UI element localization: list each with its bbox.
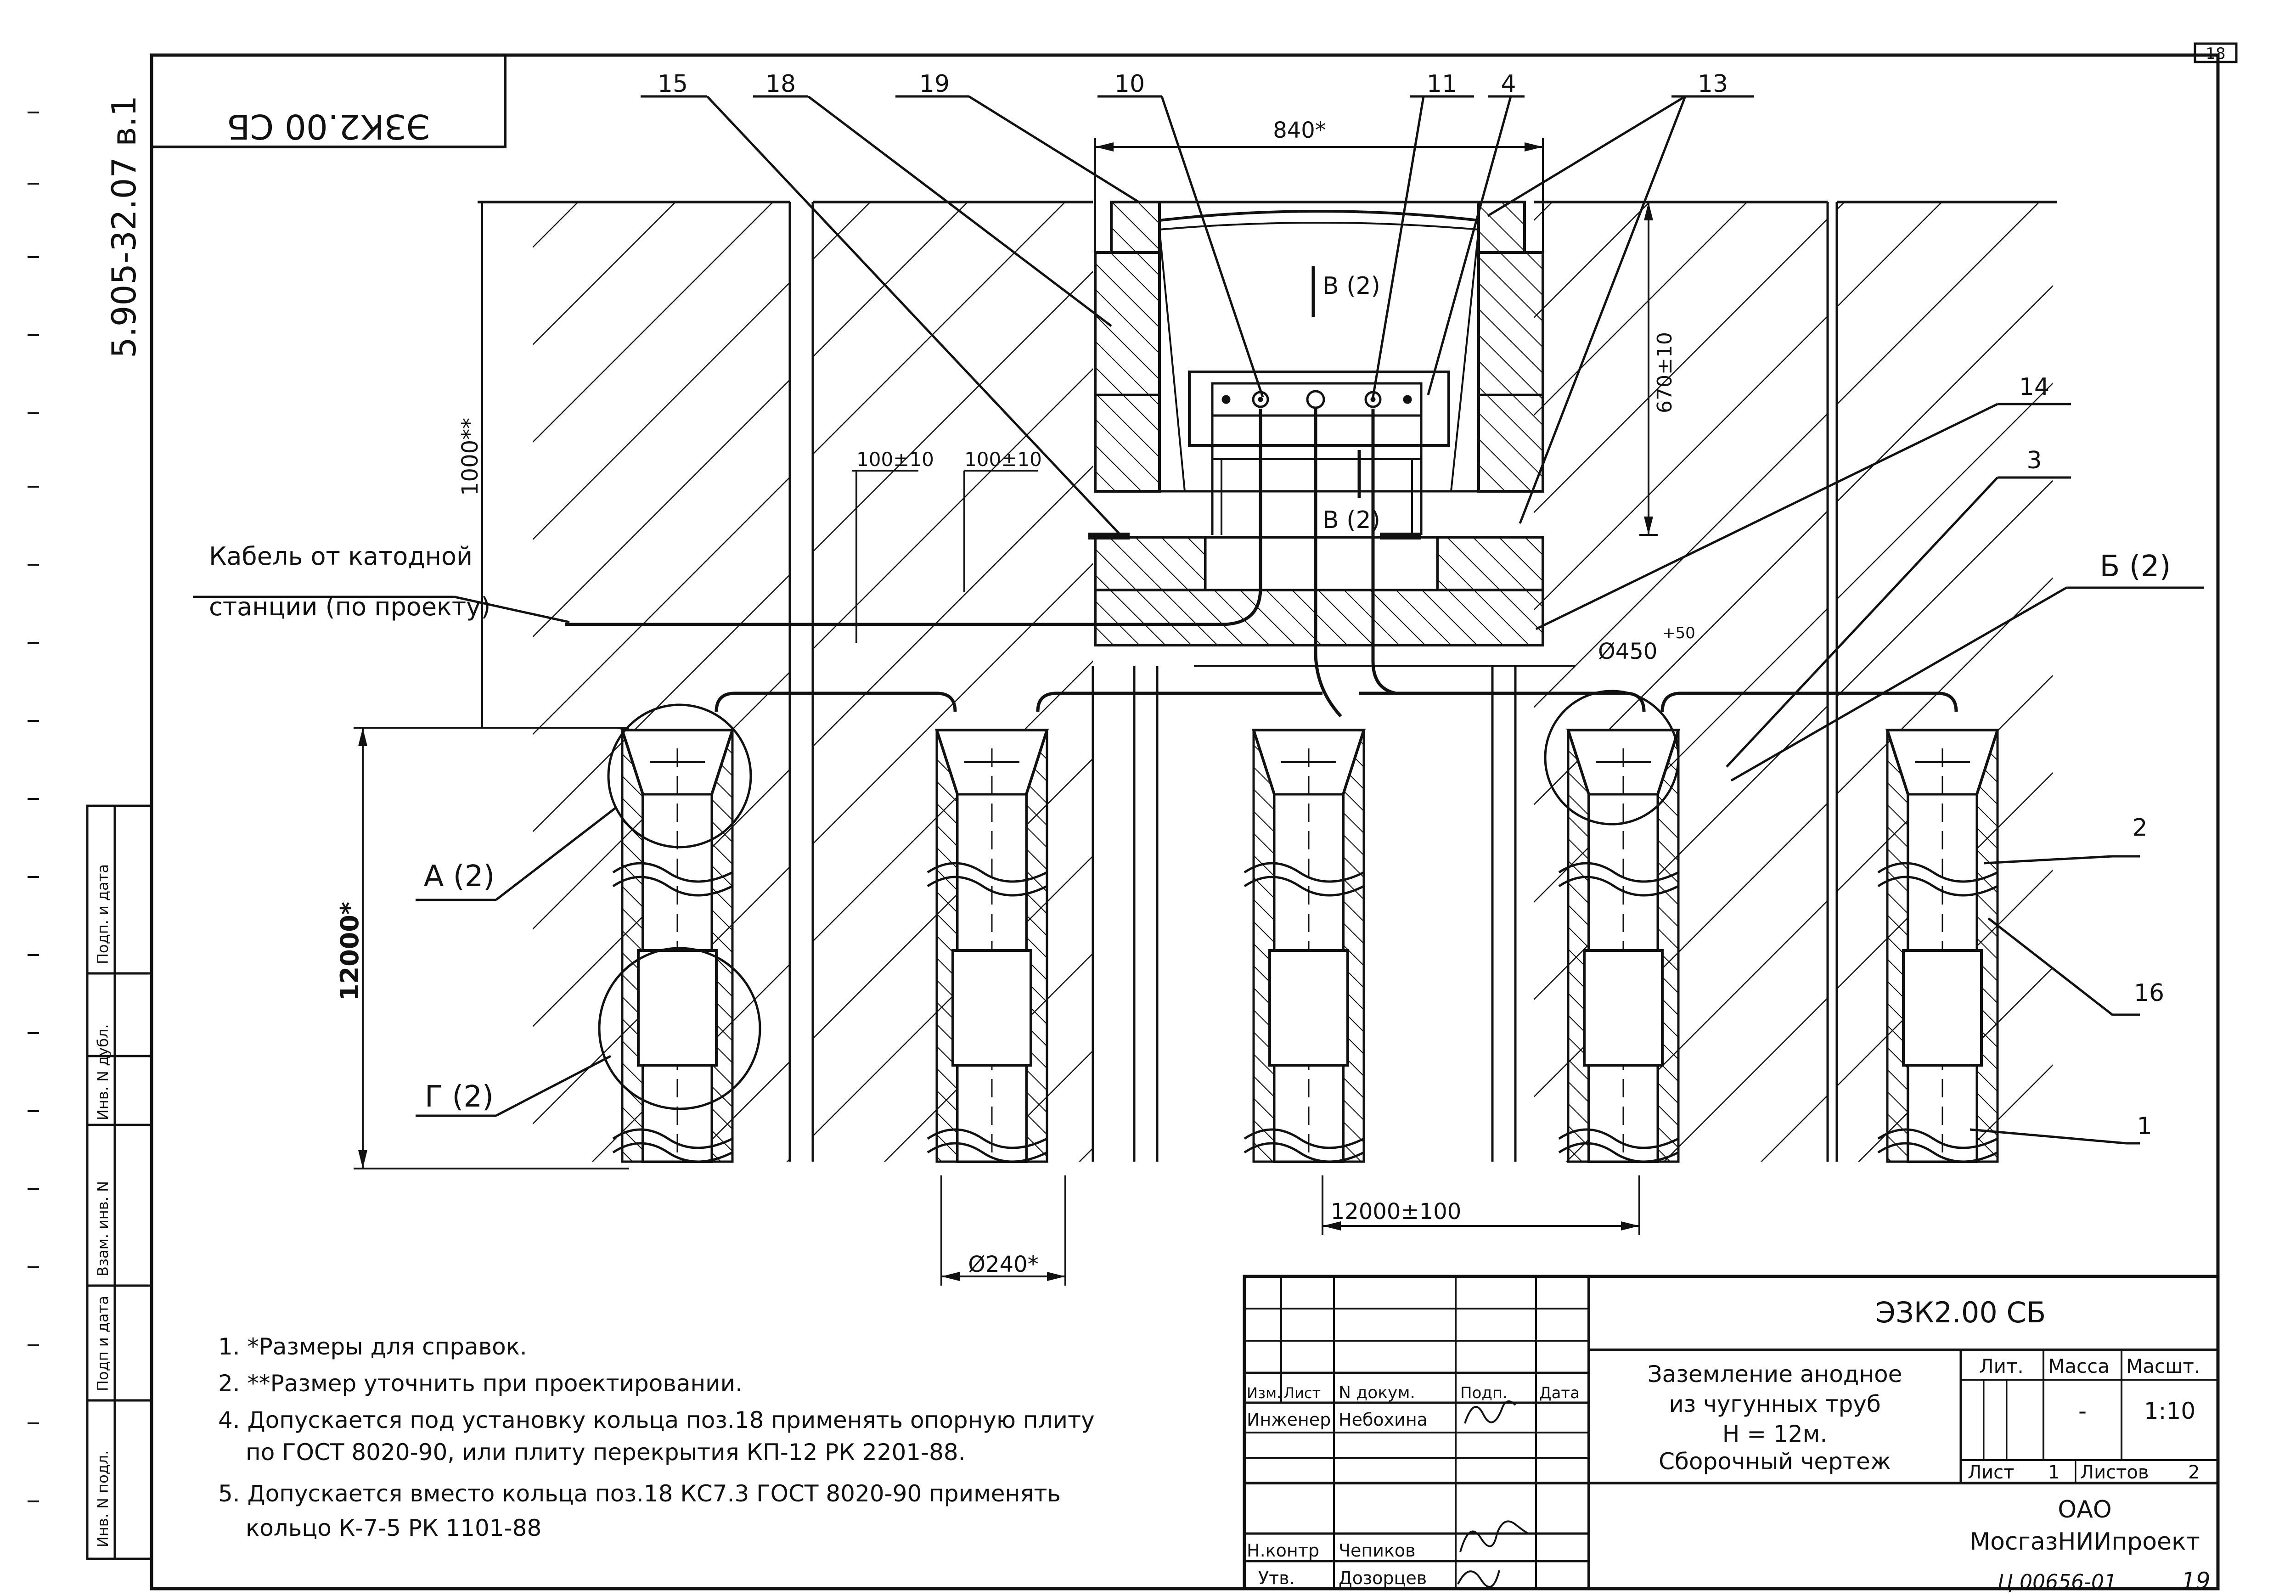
title-code: ЭЗК2.00 СБ [1876,1296,2046,1329]
callout-13: 13 [1698,70,1728,98]
strip-label-inv-dubl: Инв. N дубл. [94,1024,112,1120]
left-approval-strip [86,804,153,1560]
callout-10: 10 [1114,70,1145,98]
callout-15: 15 [658,70,688,98]
title-block [1243,1275,2220,1590]
stamp-mirrored-text: ЭЗК2.00 СБ [227,107,430,146]
callout-18: 18 [765,70,796,98]
mirrored-stamp: ЭЗК2.00 СБ [227,107,430,146]
note-4-cont: по ГОСТ 8020-90, или плиту перекрытия КП… [246,1439,966,1466]
hdr-data: Дата [1539,1384,1580,1402]
archive-number: Ц 00656-01 [1998,1570,2117,1594]
terminal-board [1188,371,1450,535]
strip-label-inv-podl: Инв. N подл. [94,1450,112,1547]
role-engineer: Инженер [1247,1410,1331,1430]
callout-b2: Б (2) [2100,550,2171,584]
section-v-top: В (2) [1322,272,1380,300]
sheet-value: 1 [2048,1462,2060,1483]
signatures [1457,1400,1530,1588]
role-utv: Утв. [1258,1568,1295,1588]
detail-circles [598,690,1680,1110]
name-utv: Дозорцев [1339,1568,1427,1588]
hdr-ndoc: N докум. [1339,1383,1415,1402]
dim-450-tol: +50 [1662,624,1695,642]
note-1: 1. *Размеры для справок. [218,1333,527,1360]
view-g: Г (2) [425,1080,494,1114]
dim-100a: 100±10 [856,448,934,471]
sheets-value: 2 [2188,1462,2200,1483]
org-line-2: МосгазНИИпроект [1970,1528,2200,1556]
sheet-label: Лист [1968,1462,2014,1483]
mirrored-stamp-box [150,54,506,148]
massa-value: - [2078,1398,2087,1424]
anode-pipe [1877,729,2000,1163]
cable-label-line2: станции (по проекту) [209,592,490,621]
callout-2: 2 [2132,814,2147,842]
callout-1: 1 [2137,1113,2152,1140]
callout-14: 14 [2019,373,2049,401]
note-2: 2. **Размер уточнить при проектировании. [218,1370,743,1397]
cable-label-line1: Кабель от катодной [209,542,473,571]
scale-value: 1:10 [2144,1398,2195,1424]
name-nkontr: Чепиков [1339,1540,1416,1561]
title-line-3: Н = 12м. [1722,1421,1828,1447]
cathode-cable [565,409,1262,626]
anode-pipe [1558,729,1681,1163]
callout-4: 4 [1501,70,1516,98]
dim-12000-vert: 12000* [335,902,364,1001]
callout-16: 16 [2134,979,2164,1007]
callout-3: 3 [2026,447,2042,474]
note-5-cont: кольцо К-7-5 РК 1101-88 [246,1515,541,1541]
view-a: А (2) [424,860,495,894]
anode-pipe [612,729,735,1163]
lit-label: Лит. [1979,1355,2024,1377]
section-v-bottom: В (2) [1322,506,1380,534]
hdr-podp: Подп. [1460,1384,1508,1402]
anode-pipe [927,729,1049,1163]
name-engineer: Небохина [1339,1410,1428,1430]
strip-label-podp-data-2: Подп. и дата [94,864,112,964]
title-line-1: Заземление анодное [1648,1361,1902,1388]
hdr-list: Лист [1283,1384,1321,1402]
vertical-separators [788,202,1838,1162]
callout-19: 19 [919,70,950,98]
left-edge-marks [28,112,39,1502]
sheet-number-top: 18 [2206,45,2225,63]
strip-label-vzam-inv: Взам. инв. N [94,1181,112,1276]
hdr-izm: Изм. [1247,1384,1281,1402]
note-5: 5. Допускается вместо кольца поз.18 КС7.… [218,1480,1061,1507]
dimension-ticks [358,142,1653,1281]
dim-1000: 1000** [457,418,483,496]
note-4: 4. Допускается под установку кольца поз.… [218,1407,1095,1433]
dim-240: Ø240* [968,1252,1038,1277]
side-code: 5.905-32.07 в.1 [105,96,143,358]
dim-450: Ø450 [1598,639,1657,664]
anode-pipe [1244,729,1366,1163]
callout-11: 11 [1427,70,1457,98]
dim-100b: 100±10 [964,448,1042,471]
archive-sheet: 19 [2181,1568,2211,1594]
dim-670: 670±10 [1653,332,1677,413]
title-line-2: из чугунных труб [1669,1391,1881,1417]
sheet-number-box [2194,42,2238,63]
massa-label: Масса [2048,1355,2110,1377]
dim-840: 840* [1273,118,1326,143]
dim-12000-h: 12000±100 [1331,1199,1462,1225]
masshtab-label: Масшт. [2126,1355,2200,1377]
sheets-label: Листов [2080,1462,2149,1483]
anode-pipes [612,729,2000,1163]
strip-label-podp-data-1: Подп и дата [94,1296,112,1391]
title-line-4: Сборочный чертеж [1659,1448,1891,1475]
role-nkontr: Н.контр [1247,1540,1319,1561]
dimension-lines [354,138,1658,1286]
org-line-1: ОАО [2058,1496,2111,1523]
